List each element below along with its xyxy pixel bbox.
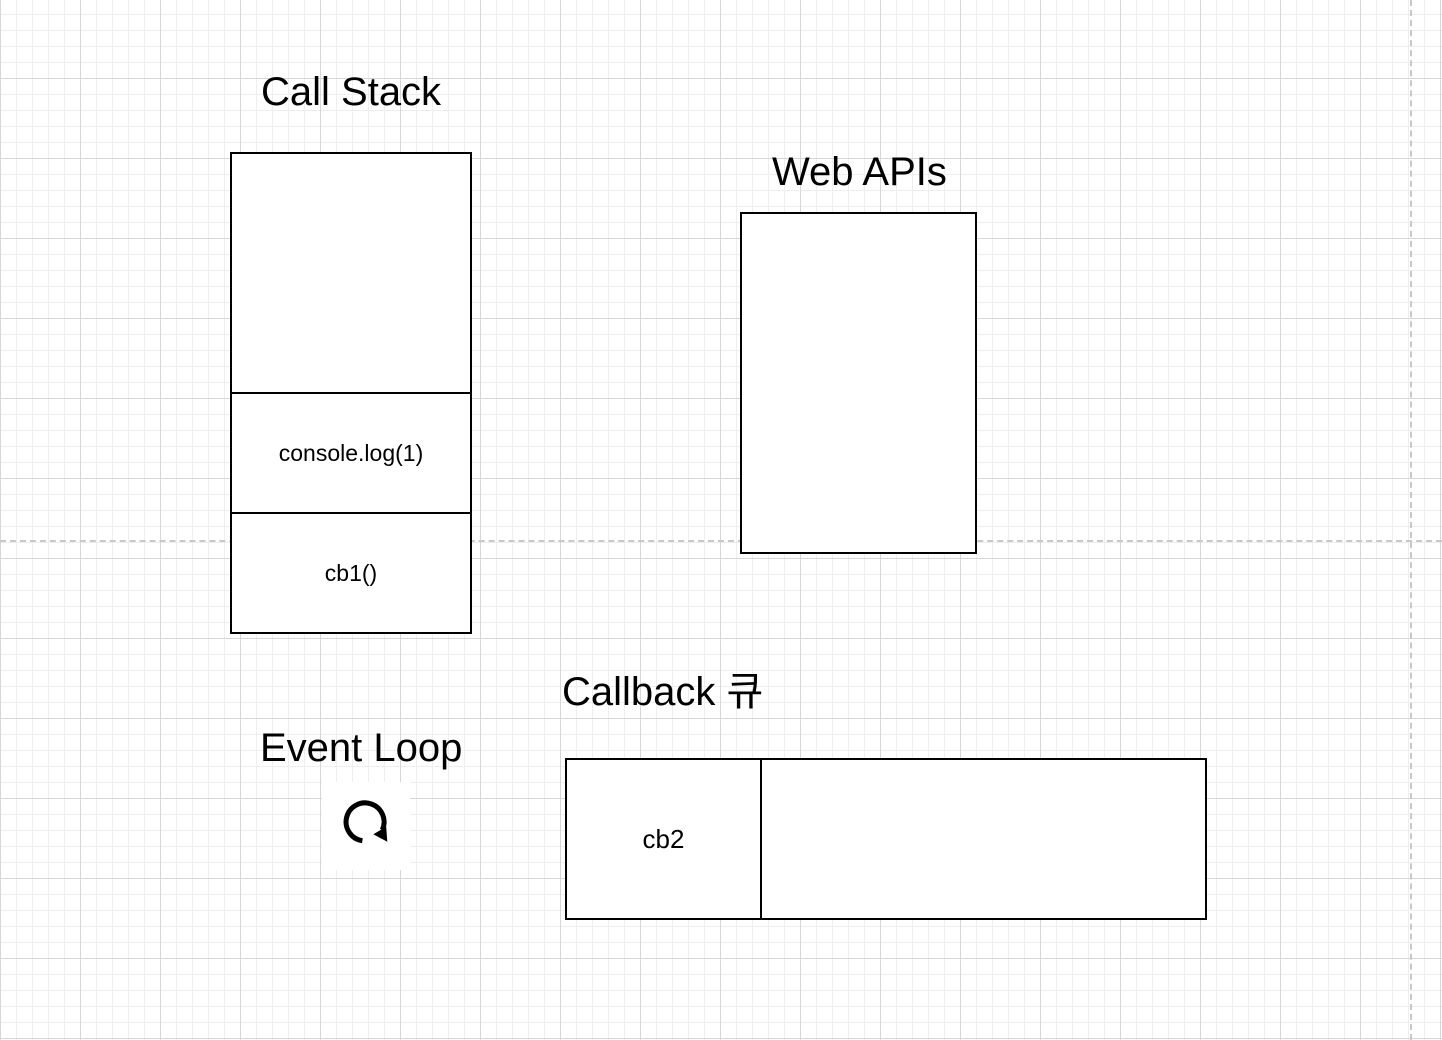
web-apis-title: Web APIs [772, 150, 947, 194]
circular-arrow-icon [322, 782, 410, 870]
callback-queue-title: Callback 큐 [562, 670, 764, 714]
call-stack-frame-label: console.log(1) [278, 439, 424, 466]
callback-queue-item[interactable]: cb2 [565, 758, 762, 920]
web-apis-box[interactable] [740, 212, 977, 554]
call-stack-frame[interactable]: cb1() [230, 512, 472, 634]
page-break-horizontal [0, 540, 1442, 542]
event-loop-title: Event Loop [260, 726, 463, 770]
callback-queue-item-label: cb2 [642, 823, 685, 854]
call-stack-title: Call Stack [261, 70, 442, 114]
call-stack-frame[interactable]: console.log(1) [230, 392, 472, 514]
page-break-vertical [1410, 0, 1412, 1040]
call-stack-empty-area[interactable] [230, 152, 472, 394]
call-stack-frame-label: cb1() [324, 559, 378, 586]
